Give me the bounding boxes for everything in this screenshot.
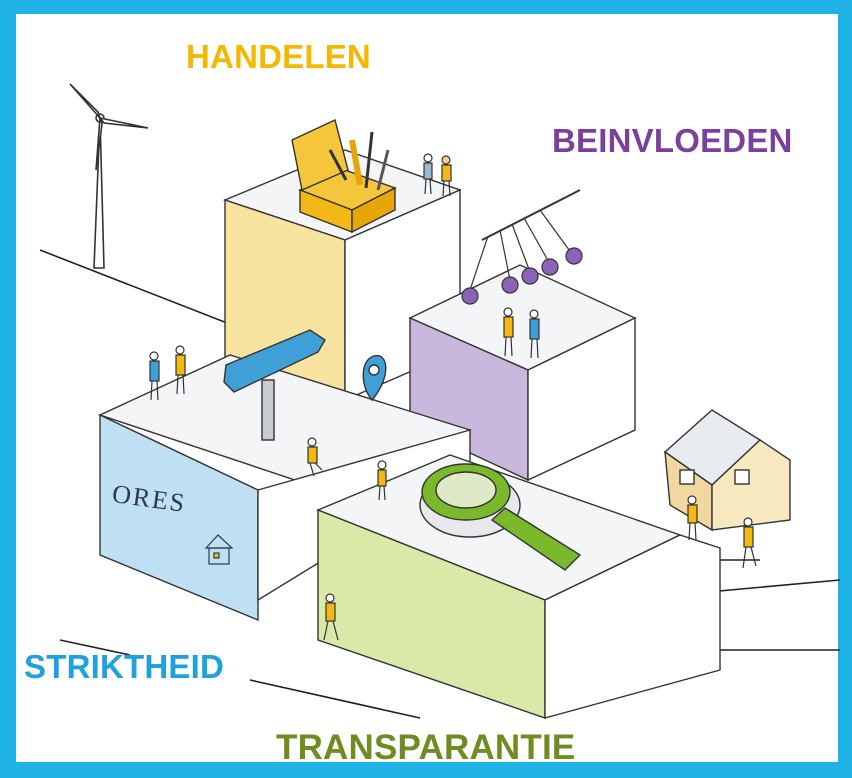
signpost-icon [223,329,326,441]
person-icon [149,345,323,477]
person-icon [503,307,540,359]
toolbox-icon [291,119,397,234]
label-beinvloeden: BEINVLOEDEN [552,122,793,159]
person-icon [423,153,452,197]
magnifier-icon [419,463,582,571]
person-icon [687,495,757,569]
house-logo-icon [204,534,234,565]
transparantie-block [316,454,721,719]
label-transparantie: TRANSPARANTIE [276,728,576,767]
location-pin-icon [362,354,387,402]
solar-house-icon [663,409,791,532]
label-striktheid: STRIKTHEID [24,648,224,685]
newtons-cradle-icon [461,189,583,305]
person-icon [323,460,387,641]
wind-turbine-icon [69,83,149,269]
label-handelen: HANDELEN [186,38,371,75]
